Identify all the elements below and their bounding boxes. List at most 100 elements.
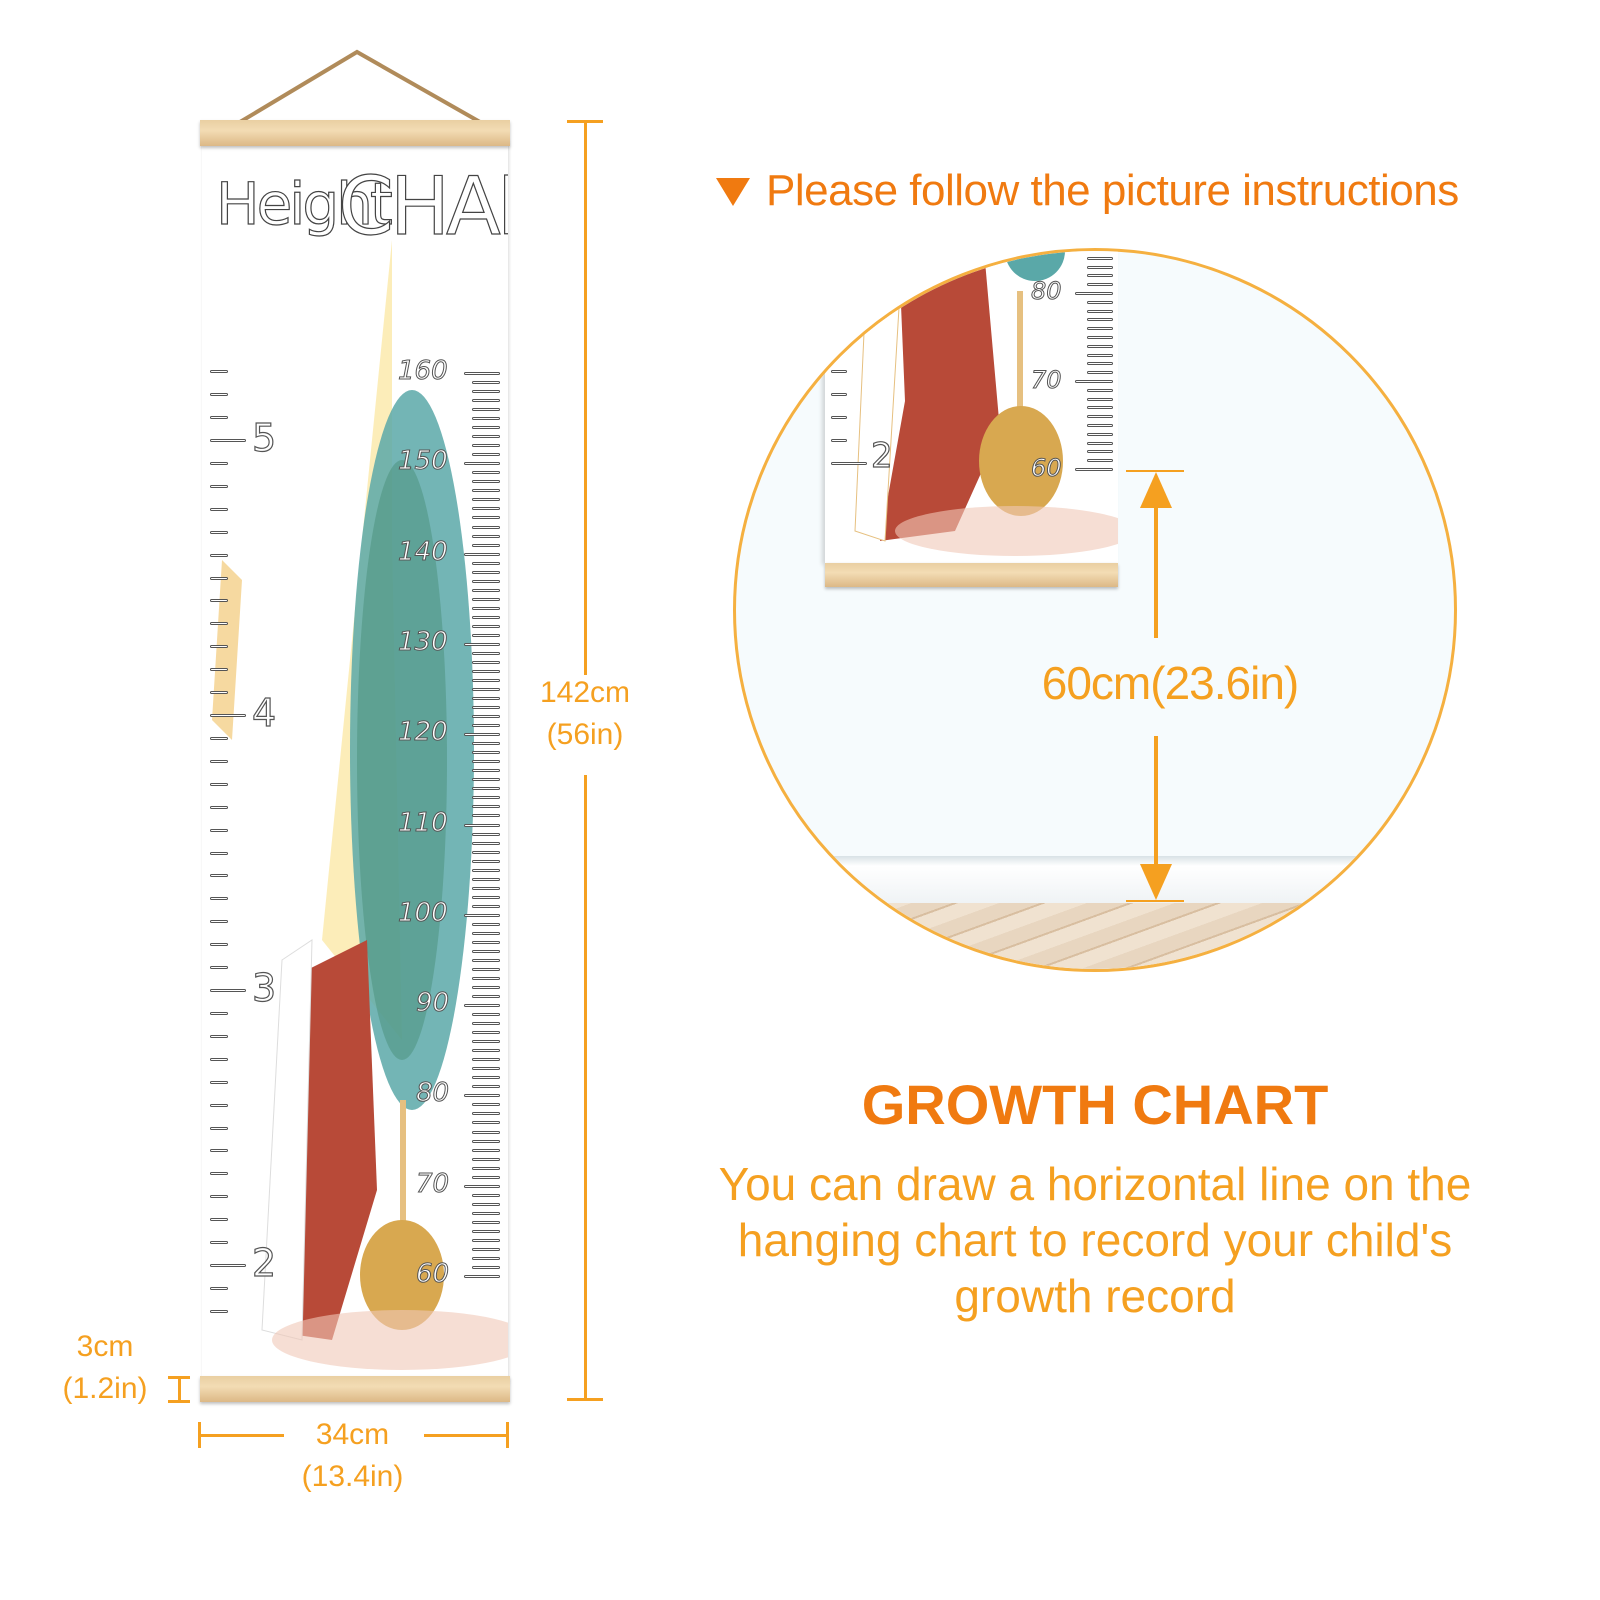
cm-tick [472, 742, 500, 746]
cm-tick [472, 796, 500, 800]
inch-tick [210, 897, 228, 901]
cm-tick [472, 543, 500, 547]
growth-chart-title: GROWTH CHART [861, 1073, 1329, 1136]
cm-tick [472, 1175, 500, 1179]
cm-tick [472, 507, 500, 511]
cm-label: 130 [398, 626, 449, 657]
cm-label: 70 [415, 1168, 450, 1199]
cm-tick [472, 1238, 500, 1242]
baseboard [736, 856, 1454, 906]
arrow-cap [1126, 470, 1184, 472]
cm-label: 90 [415, 988, 450, 1019]
cm-tick [472, 1067, 500, 1071]
mini-inch-tick [831, 393, 847, 397]
cm-tick [472, 1211, 500, 1215]
inch-tick [210, 645, 228, 649]
height-dimension-line [584, 775, 587, 1400]
cm-tick [472, 669, 500, 673]
feet-label: 2 [251, 1240, 277, 1285]
mini-cm-label: 60 [1031, 454, 1063, 483]
cm-tick [472, 1157, 500, 1161]
cm-tick [472, 1220, 500, 1224]
cm-tick [472, 597, 500, 601]
cm-tick [472, 1139, 500, 1143]
inch-tick [210, 530, 228, 534]
cm-tick [472, 805, 500, 809]
cm-tick [472, 1013, 500, 1017]
cm-label: 160 [398, 356, 449, 387]
inch-tick [210, 1264, 246, 1267]
inch-tick [210, 966, 228, 970]
cm-tick [472, 1103, 500, 1107]
dimension-cap [168, 1400, 190, 1403]
mini-cm-tick [1087, 406, 1113, 410]
arrow-cap [1126, 900, 1184, 902]
cm-tick [472, 1202, 500, 1206]
cm-tick [472, 841, 500, 845]
cm-tick [472, 435, 500, 439]
cm-label: 110 [398, 807, 449, 838]
mini-cm-tick [1087, 318, 1113, 322]
cm-tick [472, 651, 500, 655]
cm-tick [472, 1265, 500, 1269]
cm-tick [472, 408, 500, 412]
bar-cm-label: 3cm [76, 1330, 134, 1363]
cm-tick [472, 399, 500, 403]
cm-tick [472, 1112, 500, 1116]
inch-tick [210, 920, 228, 924]
height-in-label: (56in) [546, 718, 624, 751]
mini-cm-tick [1087, 265, 1113, 269]
cm-tick [472, 381, 500, 385]
inch-tick [210, 576, 228, 580]
cm-tick [472, 588, 500, 592]
top-wooden-bar [200, 120, 510, 146]
feet-label: 3 [251, 965, 277, 1010]
inch-tick [210, 484, 228, 488]
cm-tick [472, 688, 500, 692]
cm-tick [472, 787, 500, 791]
mini-cm-tick [1087, 344, 1113, 348]
cm-label: 100 [398, 897, 449, 928]
cm-tick [472, 498, 500, 502]
mini-cm-tick [1087, 415, 1113, 419]
cm-tick [472, 1130, 500, 1134]
cm-tick [472, 977, 500, 980]
mount-height-arrow [1140, 472, 1172, 900]
cm-tick [472, 1247, 500, 1251]
feet-label: 4 [251, 690, 277, 735]
inch-tick [210, 461, 228, 465]
cm-tick [472, 724, 500, 728]
cm-tick [472, 444, 500, 448]
cm-tick [472, 850, 500, 854]
inch-tick [210, 622, 228, 626]
cm-tick [472, 995, 500, 999]
cm-tick [472, 760, 500, 764]
inch-tick [210, 1172, 228, 1176]
inch-tick [210, 943, 228, 947]
mini-cm-tick [1087, 274, 1113, 278]
mini-cm-tick [1087, 397, 1113, 401]
height-chart-poster: Height CHART 160150140130120110100908070… [202, 140, 508, 1385]
cm-tick [472, 1058, 500, 1062]
feet-label: 5 [251, 415, 277, 460]
mini-cm-tick [1087, 327, 1113, 331]
cm-tick [472, 679, 500, 683]
cm-tick [472, 426, 500, 430]
width-in-label: (13.4in) [301, 1460, 404, 1493]
mini-cm-tick [1087, 300, 1113, 304]
width-dimension-line [424, 1434, 508, 1437]
cm-tick [472, 1085, 500, 1089]
inch-tick [210, 1218, 228, 1222]
cm-tick [472, 778, 500, 782]
cm-tick [472, 570, 500, 574]
cm-tick [464, 733, 500, 737]
cm-tick [472, 534, 500, 538]
mini-cm-tick [1087, 459, 1113, 463]
bar-dimension-line [178, 1376, 181, 1402]
cm-tick [464, 913, 500, 917]
instructions-header: Please follow the picture instructions [716, 166, 1459, 216]
cm-label: 120 [398, 717, 449, 748]
inch-tick [210, 1149, 228, 1153]
cm-tick [472, 660, 500, 664]
dimension-cap [506, 1422, 509, 1448]
